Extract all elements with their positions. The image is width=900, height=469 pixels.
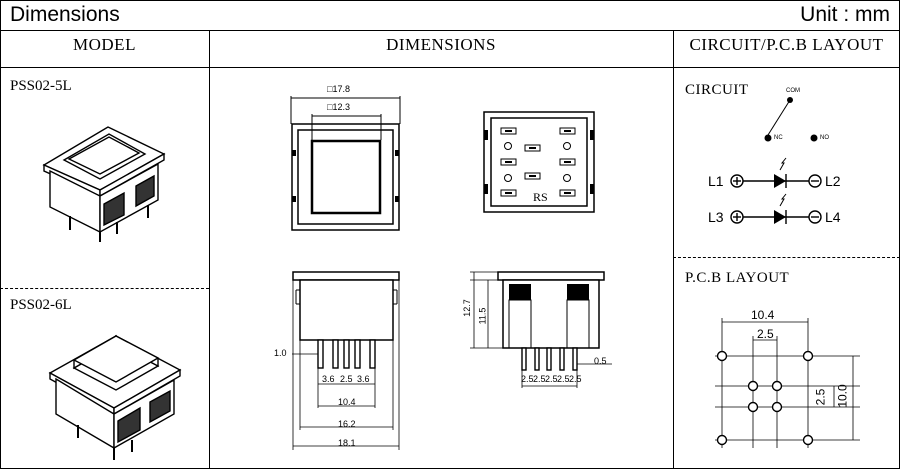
pcb-pitch-dim: 2.5: [757, 327, 774, 341]
right-dim-pitch-1: 2.5: [521, 374, 534, 384]
col-divider-2: [673, 30, 674, 469]
right-dim-pitch-2: 2.5: [533, 374, 546, 384]
header-divider: [0, 30, 900, 31]
front-inner-dim-label: □12.3: [327, 102, 350, 112]
left-dim-width-1: 10.4: [338, 397, 356, 407]
circuit-l2-label: L2: [825, 173, 841, 189]
circuit-title: CIRCUIT: [685, 82, 749, 98]
model-divider: [0, 288, 209, 289]
front-outer-dim: 17.8: [332, 84, 350, 94]
right-dim-pitch-3: 2.5: [545, 374, 558, 384]
right-dim-thickness: 0.5: [594, 356, 607, 366]
column-header-divider: [0, 67, 900, 68]
unit-label: Unit : mm: [800, 3, 890, 26]
model-name-1: PSS02-5L: [10, 78, 72, 94]
page-title: Dimensions: [10, 3, 120, 26]
pcb-vertical-pitch-dim: 2.5: [813, 388, 828, 406]
dimensions-column-header: DIMENSIONS: [386, 35, 496, 54]
left-dim-pitch-3: 3.6: [357, 374, 370, 384]
circuit-l1-label: L1: [708, 173, 724, 189]
col-divider-1: [209, 30, 210, 469]
circuit-l4-label: L4: [825, 209, 841, 225]
pcb-title: P.C.B LAYOUT: [685, 270, 790, 286]
back-view-label: RS: [533, 190, 548, 204]
left-dim-pin-offset: 1.0: [274, 348, 287, 358]
left-dim-width-2: 16.2: [338, 419, 356, 429]
front-outer-dim-label: □17.8: [327, 84, 350, 94]
circuit-l3-label: L3: [708, 209, 724, 225]
circuit-nc-label: NC: [774, 135, 783, 141]
circuit-column-header: CIRCUIT/P.C.B LAYOUT: [689, 35, 884, 54]
pcb-height-dim: 10.0: [835, 384, 850, 408]
pcb-width-dim: 10.4: [751, 308, 775, 322]
right-dim-pitch-4: 2.5: [557, 374, 570, 384]
circuit-no-label: NO: [820, 135, 829, 141]
model-column-header: MODEL: [73, 35, 136, 54]
model-name-2: PSS02-6L: [10, 297, 72, 313]
switch-illustration-1: [42, 126, 166, 242]
right-dim-pitch-5: 2.5: [569, 374, 582, 384]
left-dim-pitch-2: 2.5: [340, 374, 353, 384]
circuit-pcb-divider: [673, 257, 900, 258]
switch-illustration-2: [48, 334, 182, 460]
front-inner-dim: 12.3: [332, 102, 350, 112]
circuit-com-label: COM: [786, 88, 800, 94]
left-dim-pitch-1: 3.6: [322, 374, 335, 384]
left-dim-width-3: 18.1: [338, 438, 356, 448]
